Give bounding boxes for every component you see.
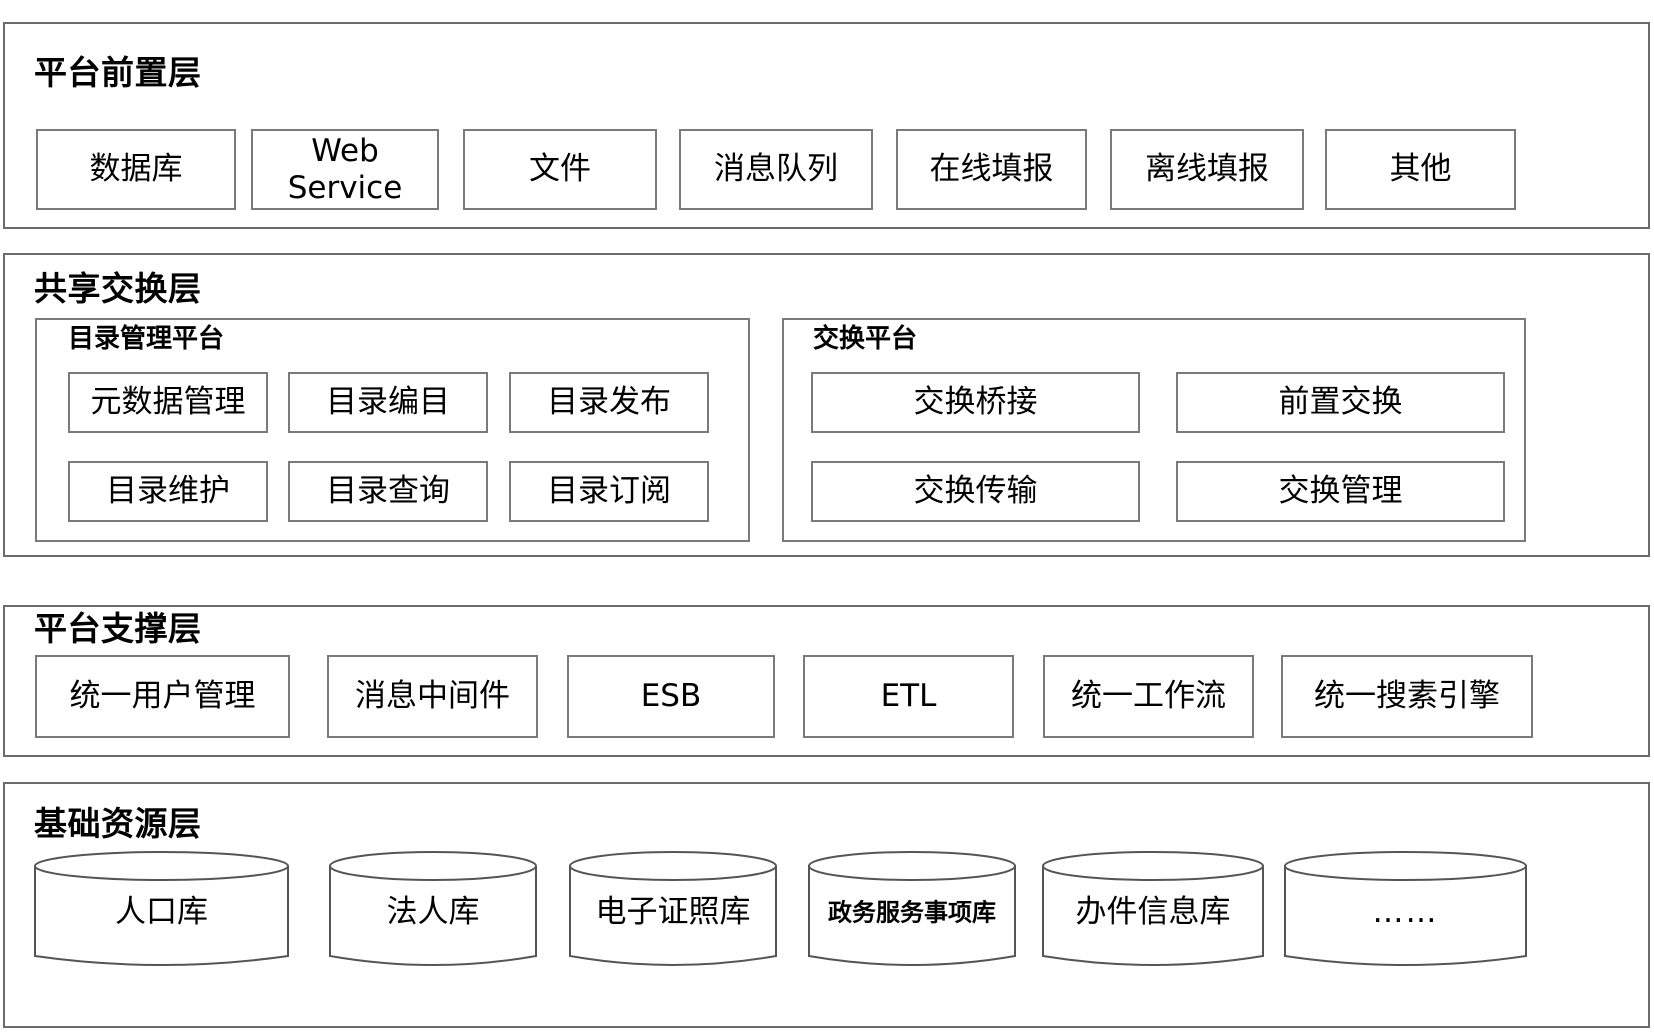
node-exchange-bridge[interactable]: 交换桥接 xyxy=(811,372,1140,433)
node-unified-user-management[interactable]: 统一用户管理 xyxy=(35,655,290,738)
group-title-exchange-platform: 交换平台 xyxy=(813,324,918,354)
node-catalog-subscribe[interactable]: 目录订阅 xyxy=(509,461,709,522)
node-catalog-maintenance[interactable]: 目录维护 xyxy=(68,461,268,522)
database-case-information[interactable]: 办件信息库 xyxy=(1041,850,1265,974)
node-exchange-transmission[interactable]: 交换传输 xyxy=(811,461,1140,522)
node-metadata-management[interactable]: 元数据管理 xyxy=(68,372,268,433)
layer-title-share-exchange: 共享交换层 xyxy=(34,269,202,308)
database-government-service-items[interactable]: 政务服务事项库 xyxy=(807,850,1017,974)
database-legal-person[interactable]: 法人库 xyxy=(328,850,538,974)
node-exchange-management[interactable]: 交换管理 xyxy=(1176,461,1505,522)
node-unified-search-engine[interactable]: 统一搜素引擎 xyxy=(1281,655,1533,738)
node-etl[interactable]: ETL xyxy=(803,655,1014,738)
group-title-catalog-management-platform: 目录管理平台 xyxy=(68,324,225,354)
node-front-exchange[interactable]: 前置交换 xyxy=(1176,372,1505,433)
cylinder-shape xyxy=(808,851,1016,966)
cylinder-shape xyxy=(1284,851,1527,966)
node-unified-workflow[interactable]: 统一工作流 xyxy=(1043,655,1254,738)
node-file[interactable]: 文件 xyxy=(463,129,657,210)
layer-title-platform-front: 平台前置层 xyxy=(34,53,202,92)
node-catalog-query[interactable]: 目录查询 xyxy=(288,461,488,522)
node-message-middleware[interactable]: 消息中间件 xyxy=(327,655,538,738)
cylinder-shape xyxy=(329,851,537,966)
node-web-service[interactable]: Web Service xyxy=(251,129,439,210)
node-message-queue[interactable]: 消息队列 xyxy=(679,129,873,210)
cylinder-shape xyxy=(1042,851,1264,966)
node-esb[interactable]: ESB xyxy=(567,655,775,738)
node-catalog-publish[interactable]: 目录发布 xyxy=(509,372,709,433)
node-other[interactable]: 其他 xyxy=(1325,129,1516,210)
node-catalog-cataloging[interactable]: 目录编目 xyxy=(288,372,488,433)
cylinder-shape xyxy=(34,851,289,966)
node-offline-reporting[interactable]: 离线填报 xyxy=(1110,129,1304,210)
layer-title-basic-resource: 基础资源层 xyxy=(34,804,202,843)
layer-title-platform-support: 平台支撑层 xyxy=(34,609,202,648)
node-database[interactable]: 数据库 xyxy=(36,129,236,210)
database-more[interactable]: …… xyxy=(1283,850,1528,974)
node-online-reporting[interactable]: 在线填报 xyxy=(896,129,1087,210)
database-population[interactable]: 人口库 xyxy=(33,850,290,974)
cylinder-shape xyxy=(569,851,777,966)
database-electronic-license[interactable]: 电子证照库 xyxy=(568,850,778,974)
